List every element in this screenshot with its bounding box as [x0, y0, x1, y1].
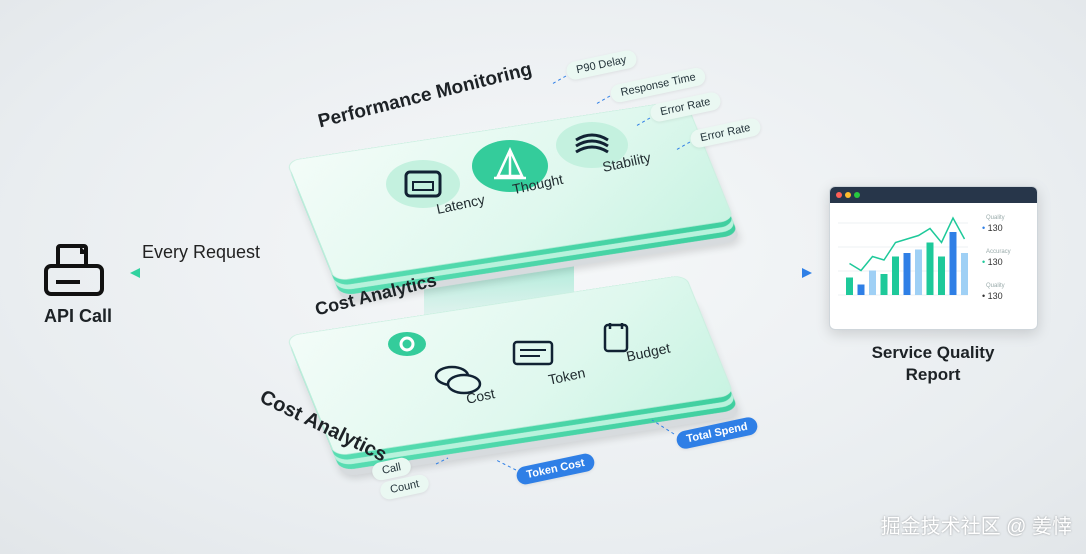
- legend-number-2: 130: [987, 257, 1003, 267]
- printer-icon: [44, 244, 104, 296]
- legend-number-1: 130: [987, 223, 1003, 233]
- thought-icon: [472, 140, 548, 192]
- legend-value-2: • 130: [982, 257, 1003, 267]
- chart-trend-line: [849, 216, 966, 272]
- gear-icon: [388, 332, 426, 356]
- report-titlebar: [830, 187, 1037, 203]
- token-icon: [512, 340, 554, 366]
- chart-bar: [903, 253, 911, 295]
- chart-bar: [926, 242, 934, 295]
- perf-tag-connectors: [551, 75, 691, 151]
- legend-caption-1: Quality: [986, 215, 1005, 221]
- coins-icon: [434, 365, 482, 395]
- report-chart: [838, 216, 968, 296]
- every-request-label: Every Request: [142, 242, 261, 262]
- stability-icon: [556, 122, 628, 168]
- report-title-line2: Report: [905, 365, 961, 384]
- maximize-dot: [854, 192, 860, 198]
- legend-caption-3: Quality: [986, 283, 1005, 289]
- performance-title: Performance Monitoring: [316, 58, 535, 133]
- api-call-label: API Call: [43, 306, 113, 326]
- report-title-line1: Service Quality: [871, 343, 995, 362]
- request-arrow: [130, 268, 366, 278]
- chart-bar: [846, 277, 853, 295]
- cost-tag-connectors: [435, 419, 675, 471]
- watermark: 掘金技术社区 @ 姜悻: [880, 516, 1072, 538]
- minimize-dot: [845, 192, 851, 198]
- chart-bar: [857, 284, 865, 295]
- chart-bar: [938, 256, 945, 295]
- chart-bar: [869, 270, 876, 295]
- report-arrow: [600, 268, 812, 278]
- close-dot: [836, 192, 842, 198]
- chart-bar: [915, 249, 922, 295]
- latency-icon: [386, 160, 460, 208]
- chart-bar: [892, 256, 899, 295]
- report-window: Quality • 130 Accuracy • 130 Quality • 1…: [829, 186, 1038, 330]
- legend-caption-2: Accuracy: [986, 249, 1011, 255]
- legend-number-3: 130: [987, 291, 1003, 301]
- chart-bar: [949, 232, 957, 295]
- legend-value-3: • 130: [982, 291, 1003, 301]
- report-title: Service Quality Report: [840, 342, 1026, 386]
- chart-bar: [880, 274, 888, 295]
- legend-value-1: • 130: [982, 223, 1003, 233]
- chart-bar: [961, 253, 968, 295]
- budget-icon: [603, 323, 629, 353]
